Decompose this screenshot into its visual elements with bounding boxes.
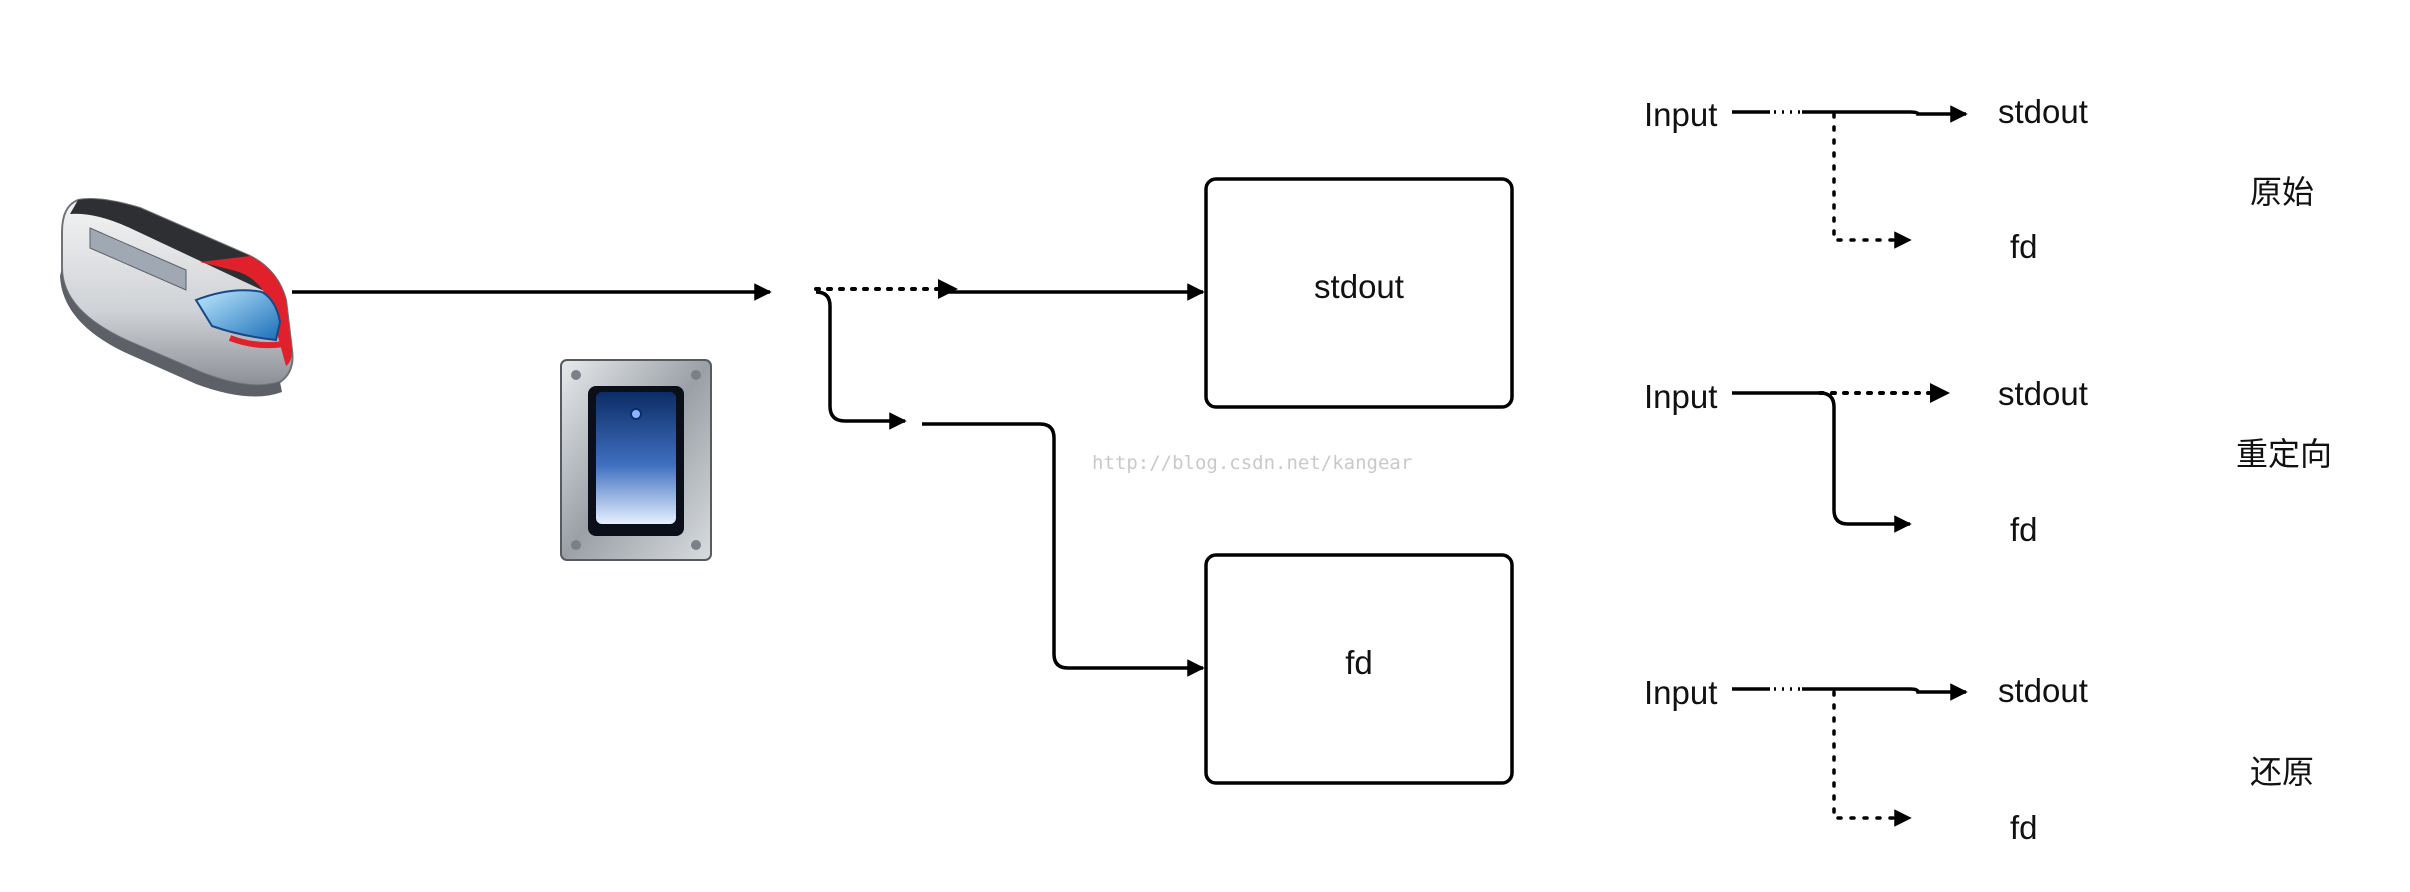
switch-icon (560, 359, 712, 561)
panel-redirect-stdout-label: stdout (1998, 375, 2088, 412)
panel-restore-input-label: Input (1644, 674, 1717, 711)
panel-redirect-caption: 重定向 (2236, 435, 2332, 473)
panel-restore-fd-label: fd (2010, 809, 2038, 846)
panel-restore-stdout-label: stdout (1998, 672, 2088, 709)
watermark: http://blog.csdn.net/kangear (1092, 452, 1412, 474)
panel-original-fd-label: fd (2010, 228, 2038, 265)
panel-original-caption: 原始 (2250, 173, 2314, 211)
train-icon (60, 198, 294, 397)
panel-redirect-fd-label: fd (2010, 511, 2038, 548)
main-connectors (292, 279, 1205, 677)
panel-restore: Input stdout fd 还原 (1644, 672, 2314, 846)
fd-box: fd (1204, 553, 1514, 785)
panel-redirect: Input stdout fd 重定向 (1644, 375, 2332, 548)
panel-original-input-label: Input (1644, 96, 1717, 133)
stdout-box-label: stdout (1314, 268, 1404, 305)
panel-restore-caption: 还原 (2250, 753, 2314, 791)
panel-original-stdout-label: stdout (1998, 93, 2088, 130)
panel-original: Input stdout fd 原始 (1644, 93, 2314, 265)
panel-redirect-input-label: Input (1644, 378, 1717, 415)
fd-box-label: fd (1345, 644, 1373, 681)
stdout-box: stdout (1204, 177, 1514, 409)
